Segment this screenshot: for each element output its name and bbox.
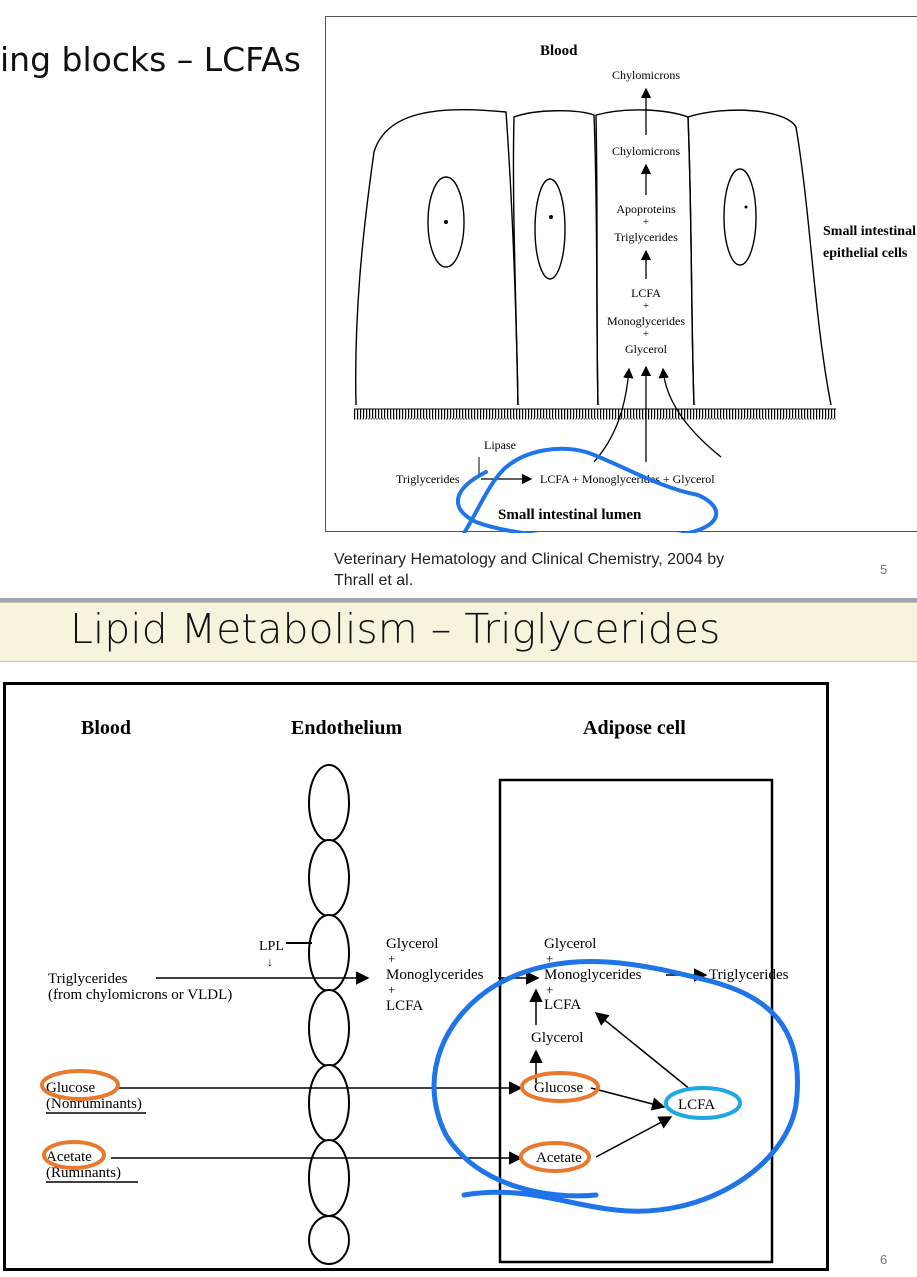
svg-text:+: + xyxy=(388,951,395,966)
triglycerides-label: Triglycerides xyxy=(48,971,128,987)
intestinal-absorption-diagram: Blood Chylomicrons Chylomicrons Apoprote… xyxy=(354,43,916,551)
nucleolus-2 xyxy=(549,215,553,219)
uptake-arrows xyxy=(593,365,722,463)
triglycerides-source: (from chylomicrons or VLDL) xyxy=(48,987,232,1003)
orange-circle-cell-acetate xyxy=(519,1141,591,1173)
page-number-5: 5 xyxy=(880,562,888,577)
nucleus-2 xyxy=(534,178,566,280)
nucleolus-3 xyxy=(744,205,748,209)
previous-slide-title: ing blocks – LCFAs xyxy=(0,40,301,79)
epithelial-cell-1 xyxy=(355,108,519,406)
lumen-triglycerides-label: Triglycerides xyxy=(396,472,460,486)
triglyceride-diagram: Blood Endothelium Adipose cell LPL ↓ Tri… xyxy=(40,717,800,1265)
glycerol-cell-label: Glycerol xyxy=(625,342,668,356)
blue-annotation-loop xyxy=(431,959,800,1214)
blood-label: Blood xyxy=(540,43,578,59)
cell-acetate: Acetate xyxy=(536,1150,582,1166)
col-blood: Blood xyxy=(81,717,131,739)
svg-text:+: + xyxy=(643,328,649,340)
epithelial-label-line1: Small intestinal xyxy=(823,224,916,239)
cell-glycerol-lower: Glycerol xyxy=(531,1030,583,1046)
cell-triglycerides: Triglycerides xyxy=(709,967,789,983)
cyan-circle-lcfa xyxy=(664,1086,742,1120)
orange-circle-acetate xyxy=(42,1140,106,1170)
lcfa-node: LCFA xyxy=(678,1097,715,1113)
svg-text:+: + xyxy=(546,951,553,966)
lcfa-cell-label: LCFA xyxy=(631,286,661,300)
svg-text:+: + xyxy=(546,982,553,997)
orange-circle-cell-glucose xyxy=(520,1071,600,1103)
mid-lcfa: LCFA xyxy=(386,998,423,1014)
col-adipose: Adipose cell xyxy=(583,717,686,739)
nucleolus-1 xyxy=(444,220,448,224)
epithelial-cell-2 xyxy=(512,110,599,406)
cell-glycerol: Glycerol xyxy=(544,936,596,952)
blue-annotation-circle xyxy=(452,446,719,551)
triglyceride-figure: Blood Endothelium Adipose cell LPL ↓ Tri… xyxy=(3,682,829,1271)
monoglycerides-cell-label: Monoglycerides xyxy=(607,314,685,328)
intestinal-absorption-figure: Blood Chylomicrons Chylomicrons Apoprote… xyxy=(325,16,917,551)
orange-circle-glucose xyxy=(40,1069,120,1101)
lipase-label: Lipase xyxy=(484,438,516,452)
svg-text:+: + xyxy=(388,982,395,997)
annotations xyxy=(40,959,800,1214)
acetate-label: Acetate xyxy=(46,1149,92,1165)
epithelial-cell-4 xyxy=(687,109,832,406)
mid-monoglycerides: Monoglycerides xyxy=(386,967,484,983)
col-endothelium: Endothelium xyxy=(291,717,402,739)
epithelial-cells xyxy=(355,108,832,406)
lumen-products-label: LCFA + Monoglycerides + Glycerol xyxy=(540,472,715,486)
endothelium-cells xyxy=(308,764,350,1265)
chylomicrons-cell-label: Chylomicrons xyxy=(612,144,680,158)
cell-lcfa: LCFA xyxy=(544,997,581,1013)
cell-monoglycerides: Monoglycerides xyxy=(544,967,642,983)
slide-separator xyxy=(0,598,917,602)
title-band xyxy=(0,602,917,662)
triglycerides-cell-label: Triglycerides xyxy=(614,230,678,244)
mid-glycerol: Glycerol xyxy=(386,936,438,952)
lpl-label: LPL xyxy=(259,939,284,954)
page-number-6: 6 xyxy=(880,1252,888,1267)
adipose-cell-box xyxy=(498,778,774,1264)
slide-title: Lipid Metabolism – Triglycerides xyxy=(70,605,721,653)
svg-text:↓: ↓ xyxy=(267,955,273,969)
glucose-label: Glucose xyxy=(46,1080,95,1096)
svg-text:+: + xyxy=(643,216,649,228)
figure-caption: Veterinary Hematology and Clinical Chemi… xyxy=(334,551,725,589)
nucleus-3 xyxy=(723,168,757,266)
brush-border xyxy=(354,408,836,420)
chylomicrons-blood-label: Chylomicrons xyxy=(612,68,680,82)
apoproteins-label: Apoproteins xyxy=(616,202,676,216)
nucleus-1 xyxy=(427,176,465,268)
svg-text:+: + xyxy=(643,300,649,312)
cell-glucose: Glucose xyxy=(534,1080,583,1096)
lumen-label: Small intestinal lumen xyxy=(498,507,642,523)
epithelial-label-line2: epithelial cells xyxy=(823,246,908,261)
